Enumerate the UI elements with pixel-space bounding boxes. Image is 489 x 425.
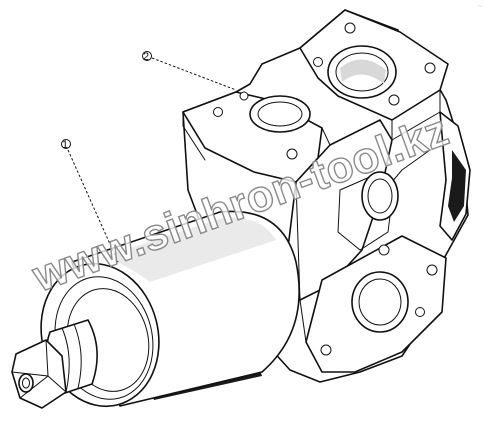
callout-2-label: 2 bbox=[143, 51, 149, 63]
armature-nut bbox=[11, 319, 98, 409]
callout-1-label: 1 bbox=[62, 139, 68, 151]
callout-1: 1 bbox=[61, 139, 119, 263]
callout-2: 2 bbox=[142, 51, 237, 91]
corner-mark: ~ bbox=[478, 4, 482, 10]
